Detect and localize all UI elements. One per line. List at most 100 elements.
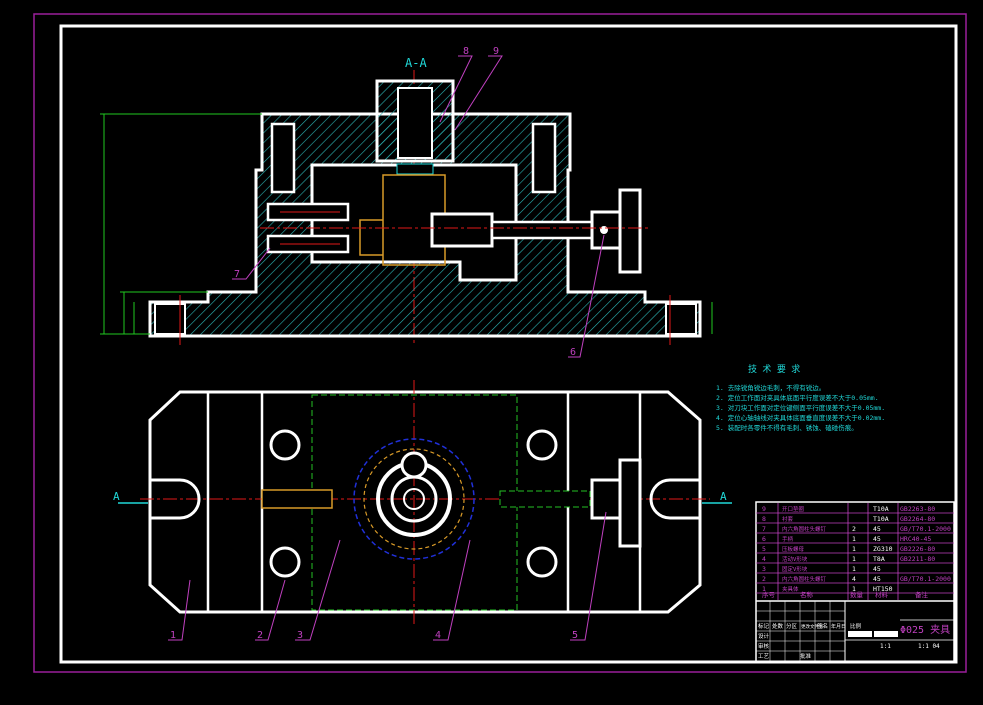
bom-cell-name: 压板螺母 — [782, 545, 805, 553]
section-marker-right: A — [720, 490, 727, 503]
bom-cell-no: 6 — [762, 535, 766, 543]
bom-cell-no: 1 — [762, 585, 766, 593]
left-screw-plan — [261, 489, 333, 509]
bom-cell-qty: 4 — [852, 575, 856, 583]
scale-value: 1:1 — [880, 643, 891, 650]
bom-header-no: 序号 — [762, 590, 776, 599]
bom-cell-material: ZG310 — [873, 545, 893, 553]
balloon-4: 4 — [435, 630, 441, 641]
bolt-hole — [269, 546, 301, 578]
bom-cell-std: GB2263-80 — [900, 505, 935, 513]
title-block: 标记 处数 分区 更改文件号 签名 年月日 设计 审核 工艺 批准 Φ025 夹… — [756, 600, 954, 662]
workpiece-mid — [363, 448, 465, 550]
bom-cell-name: 衬套 — [782, 515, 794, 523]
screw-rod — [490, 220, 594, 240]
bom-cell-no: 7 — [762, 525, 766, 533]
screw-top-left — [270, 122, 296, 194]
bom-cell-std: GB/T70.1-2000 — [900, 525, 951, 533]
section-title: A-A — [405, 56, 427, 70]
balloon-9: 9 — [493, 46, 499, 57]
drawing-name: Φ025 夹具 — [900, 623, 950, 636]
bom-cell-name: 内六角圆柱头螺钉 — [782, 575, 827, 583]
balloon-7: 7 — [234, 269, 240, 280]
body-cavity — [310, 163, 518, 282]
tb-label-date: 年月日 — [831, 623, 846, 630]
handle-pin — [600, 226, 608, 234]
tech-item: 1. 去除锐角锐边毛刺，不得有锐边。 — [716, 383, 825, 392]
tb-label-process: 工艺 — [758, 653, 770, 660]
bom-cell-std: GB/T70.1-2000 — [900, 575, 951, 583]
balloon-labels: 1 2 3 4 5 6 7 8 9 — [170, 46, 578, 641]
locating-pin — [359, 174, 446, 266]
bom-cell-material: 45 — [873, 565, 881, 573]
scale-label: 比例 — [850, 622, 862, 630]
scale-box — [848, 631, 872, 637]
bom-cell-qty: 1 — [852, 545, 856, 553]
bom-cell-name: 手柄 — [782, 535, 794, 543]
outer-border — [33, 13, 967, 673]
bom-cell-name: 内六角圆柱头螺钉 — [782, 525, 827, 533]
bom-cell-name: 固定V形块 — [782, 565, 808, 573]
bom-cell-no: 8 — [762, 515, 766, 523]
tb-label-change: 更改文件号 — [801, 623, 824, 630]
bom-header-name: 名称 — [800, 590, 814, 599]
bom-cell-name: 活动V形块 — [782, 555, 808, 563]
bom-cell-name: 开口垫圈 — [782, 505, 805, 513]
bom-cell-qty: 1 — [852, 565, 856, 573]
bom-header-std: 备注 — [915, 590, 929, 599]
tech-item: 2. 定位工作面对夹具体底面平行度误差不大于0.05mm. — [716, 393, 879, 402]
bom-cell-std: GB2226-80 — [900, 545, 935, 553]
handle-knob — [618, 188, 642, 274]
section-view: A-A — [100, 56, 713, 345]
handle-nut — [590, 210, 622, 250]
section-marker-left: A — [113, 490, 120, 503]
base-plate-outline — [148, 390, 702, 614]
bom-cell-std: GB2264-80 — [900, 515, 935, 523]
bolt-hole — [269, 429, 301, 461]
t-slot-right — [649, 478, 700, 520]
tb-label-mark: 标记 — [758, 622, 770, 630]
balloon-8: 8 — [463, 46, 469, 57]
bom-cell-material: T10A — [873, 515, 889, 523]
bom-cell-material: HT150 — [873, 585, 893, 593]
handle-rod-plan — [499, 490, 591, 508]
bom-cell-material: T8A — [873, 555, 885, 563]
plan-view: A A — [113, 380, 732, 625]
bom-cell-material: 45 — [873, 525, 881, 533]
balloon-6: 6 — [570, 347, 576, 358]
bom-cell-no: 9 — [762, 505, 766, 513]
tb-label-count: 处数 — [772, 622, 784, 630]
washer-tab — [400, 451, 428, 479]
bom-cell-material: 45 — [873, 535, 881, 543]
handle-knob-plan — [618, 458, 642, 548]
tb-label-check: 审核 — [758, 642, 770, 650]
bom-cell-no: 4 — [762, 555, 766, 563]
leader-lines — [168, 55, 607, 641]
balloon-2: 2 — [257, 630, 263, 641]
bom-cell-no: 3 — [762, 565, 766, 573]
tech-item: 3. 对刀块工作面对定位键侧面平行度误差不大于0.05mm. — [716, 403, 885, 412]
tb-label-sign: 签名 — [817, 622, 828, 630]
bom-header-mat: 材料 — [875, 590, 889, 599]
bom-cell-std: GB2211-80 — [900, 555, 935, 563]
workpiece-outer — [353, 438, 475, 560]
bushing-label-box — [396, 163, 434, 175]
inner-border — [59, 24, 958, 664]
bom-cell-name: 夹具体 — [782, 585, 799, 593]
tech-item: 4. 定位心轴轴线对夹具体底面垂直度误差不大于0.02mm. — [716, 413, 885, 422]
bom-cell-no: 2 — [762, 575, 766, 583]
bom-cell-qty: 2 — [852, 525, 856, 533]
foot-slot-right — [665, 303, 697, 335]
bom-cell-std: HRC40-45 — [900, 535, 931, 543]
balloon-5: 5 — [572, 630, 578, 641]
tech-requirements: 技 术 要 求 1. 去除锐角锐边毛刺，不得有锐边。 2. 定位工作面对夹具体底… — [716, 363, 885, 432]
bom-cell-qty: 1 — [852, 535, 856, 543]
bolt-hole — [526, 546, 558, 578]
tb-label-design: 设计 — [758, 632, 770, 640]
bom-cell-qty: 1 — [852, 555, 856, 563]
screw-top-right — [531, 122, 557, 194]
bom-cell-material: 45 — [873, 575, 881, 583]
bom-cell-no: 5 — [762, 545, 766, 553]
balloon-1: 1 — [170, 630, 176, 641]
